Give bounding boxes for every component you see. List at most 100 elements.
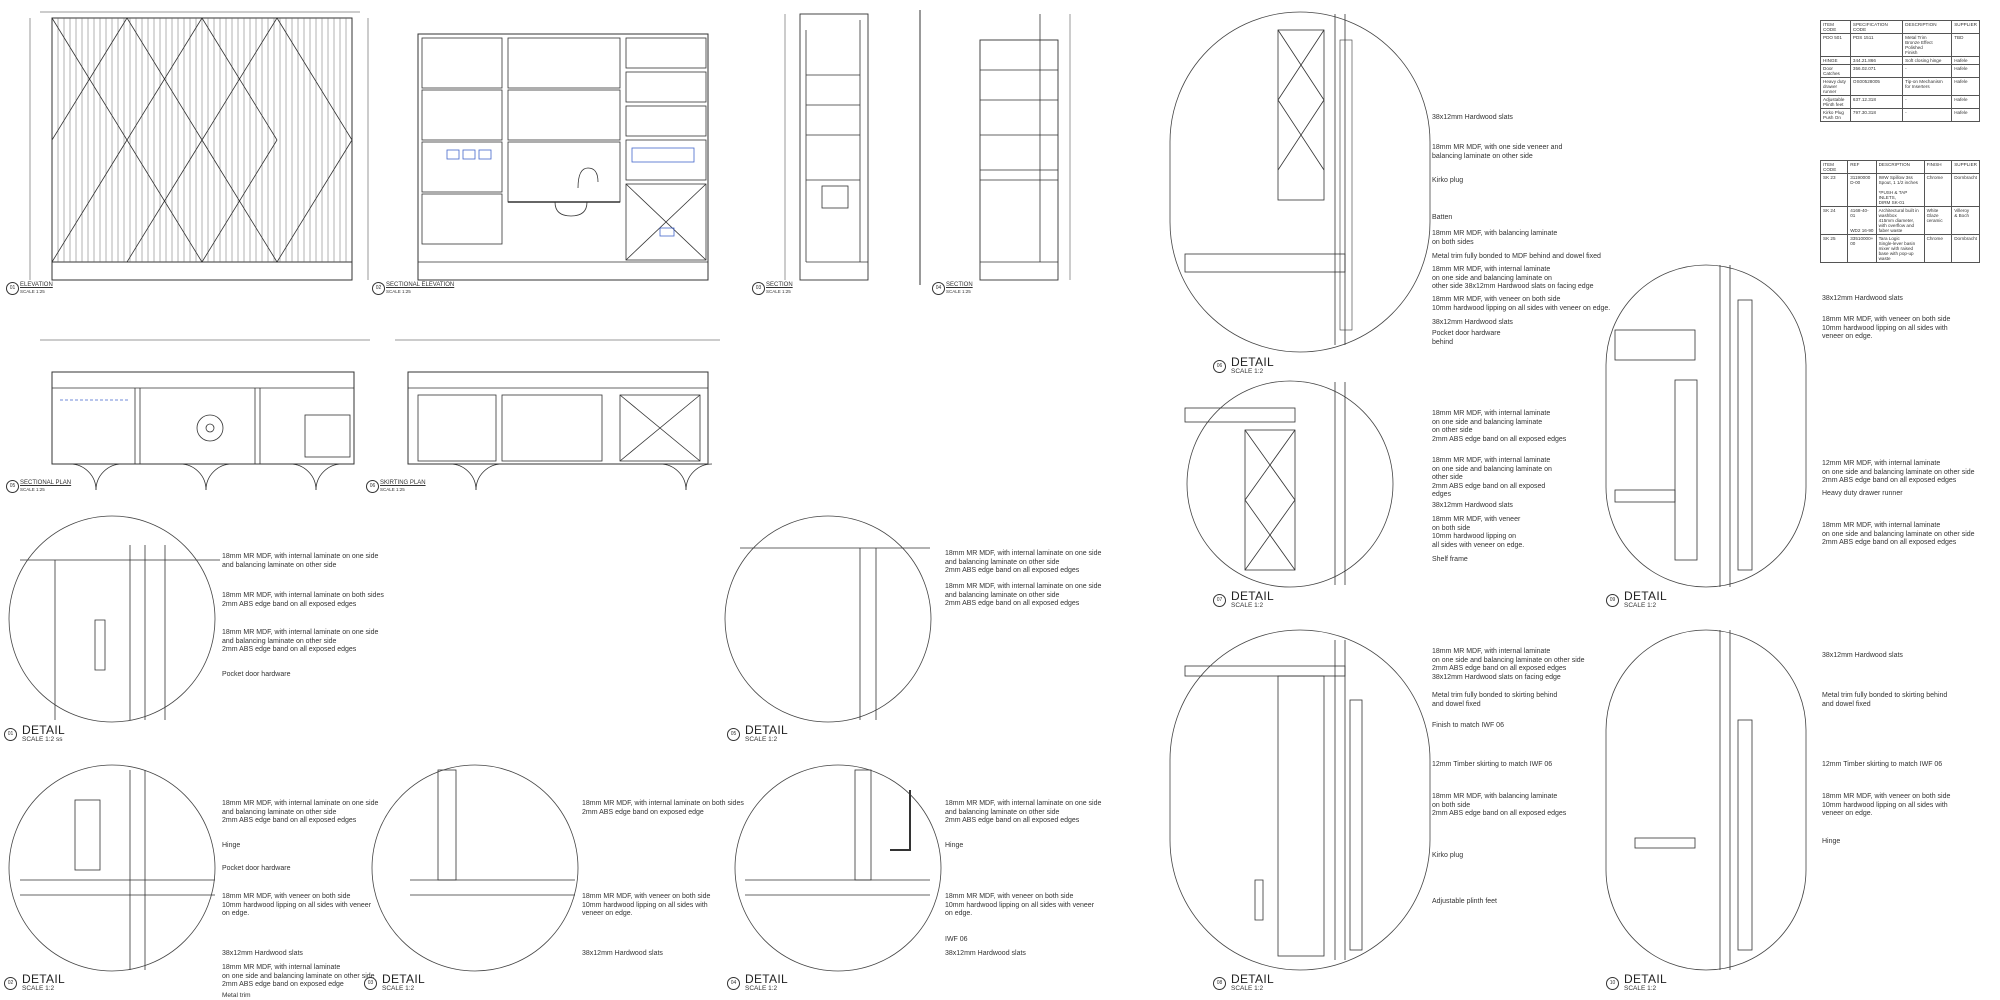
d07-note-1: 18mm MR MDF, with internal laminate on o… bbox=[1432, 410, 1567, 443]
hardware-schedule-cell: 344.21.866 bbox=[1849, 56, 1904, 65]
sanitary-schedule-cell: IWW Spillow 3ss Spout, 1 1/2 inches *PUS… bbox=[1875, 173, 1925, 207]
hardware-schedule-cell: Soft closing hinge bbox=[1902, 56, 1953, 65]
view-number-elevation: 01 bbox=[6, 282, 19, 295]
hardware-schedule-cell: Hafele bbox=[1951, 108, 1980, 122]
hardware-schedule-cell: Hafele bbox=[1951, 95, 1980, 109]
hardware-schedule-cell: Hafele bbox=[1951, 64, 1980, 78]
view-title-sectional-plan: SECTIONAL PLAN bbox=[20, 480, 72, 486]
d01-title: DETAIL bbox=[22, 723, 65, 737]
sanitary-schedule-cell: White Glaze ceramic bbox=[1923, 206, 1953, 235]
sanitary-schedule-cell: Dornbracht bbox=[1951, 234, 1980, 263]
hardware-schedule-header-cell: SUPPLIER bbox=[1951, 20, 1980, 34]
d08-note-7: Adjustable plinth feet bbox=[1432, 898, 1497, 905]
sanitary-schedule-header-cell: ITEM CODE bbox=[1819, 160, 1849, 174]
d02-note-4: 18mm MR MDF, with veneer on both side 10… bbox=[222, 893, 372, 917]
d09-title: DETAIL bbox=[1624, 589, 1667, 603]
d03-note-3: 38x12mm Hardwood slats bbox=[582, 950, 663, 957]
view-title-skirting-plan: SKIRTING PLAN bbox=[380, 480, 426, 486]
d06-scale: SCALE 1:2 bbox=[1231, 368, 1264, 375]
d07-note-3: 38x12mm Hardwood slats bbox=[1432, 502, 1513, 509]
sanitary-schedule-header-cell: FINISH bbox=[1923, 160, 1953, 174]
d04-note-3: 18mm MR MDF, with veneer on both side 10… bbox=[945, 893, 1095, 917]
sanitary-schedule-cell: 33510000+ 00 bbox=[1847, 234, 1877, 263]
view-scale-sectional-plan: SCALE 1:25 bbox=[20, 487, 45, 492]
d09-note-4: Heavy duty drawer runner bbox=[1822, 490, 1903, 497]
hardware-schedule-cell: Hafele bbox=[1951, 56, 1980, 65]
sanitary-schedule-cell: 4168-40-01 WD2 16-90 bbox=[1847, 206, 1877, 235]
sectional-plan-drawing bbox=[40, 339, 370, 491]
d04-title: DETAIL bbox=[745, 972, 788, 986]
d08-note-4: 12mm Timber skirting to match IWF 06 bbox=[1432, 761, 1553, 768]
d06-title: DETAIL bbox=[1231, 355, 1274, 369]
d06-note-2: 18mm MR MDF, with one side veneer and ba… bbox=[1432, 144, 1563, 160]
d01-scale: SCALE 1:2 ss bbox=[22, 736, 63, 743]
d03-title: DETAIL bbox=[382, 972, 425, 986]
view-number-sectional-elevation: 02 bbox=[372, 282, 385, 295]
detail-linework bbox=[20, 14, 1753, 970]
d08-note-6: Kirko plug bbox=[1432, 852, 1464, 859]
d06-note-3: Kirko plug bbox=[1432, 177, 1464, 184]
hardware-schedule-cell: PDO 501 bbox=[1820, 33, 1851, 57]
sanitary-schedule-cell: Architectural built in washbox 415mm dia… bbox=[1875, 206, 1925, 235]
d01-note-4: Pocket door hardware bbox=[222, 671, 291, 678]
d04-note-5: 38x12mm Hardwood slats bbox=[945, 950, 1026, 957]
sanitary-schedule-cell: Chrome bbox=[1923, 173, 1953, 207]
view-title-elevation: ELEVATION bbox=[20, 282, 53, 288]
hardware-schedule-header-cell: ITEM CODE bbox=[1820, 20, 1851, 34]
d09-note-2: 18mm MR MDF, with veneer on both side 10… bbox=[1822, 316, 1951, 340]
d10-scale: SCALE 1:2 bbox=[1624, 985, 1657, 992]
d02-number: 02 bbox=[4, 977, 17, 990]
sanitary-schedule-cell: SK 25 bbox=[1819, 234, 1849, 263]
d05-title: DETAIL bbox=[745, 723, 788, 737]
sanitary-schedule-cell: Dornbracht bbox=[1951, 173, 1980, 207]
hardware-schedule-cell: 637.12.318 bbox=[1849, 95, 1904, 109]
d10-note-4: 18mm MR MDF, with veneer on both side 10… bbox=[1822, 793, 1951, 817]
d05-scale: SCALE 1:2 bbox=[745, 736, 778, 743]
hardware-schedule-cell: Hafele bbox=[1951, 77, 1980, 96]
d10-note-5: Hinge bbox=[1822, 838, 1841, 845]
d09-note-1: 38x12mm Hardwood slats bbox=[1822, 295, 1903, 302]
d05-number: 05 bbox=[727, 728, 740, 741]
hardware-schedule-cell: 356.02.071 bbox=[1849, 64, 1904, 78]
view-number-sectional-plan: 05 bbox=[6, 480, 19, 493]
d05-note-2: 18mm MR MDF, with internal laminate on o… bbox=[945, 583, 1102, 607]
d02-title: DETAIL bbox=[22, 972, 65, 986]
view-title-sectional-elevation: SECTIONAL ELEVATION bbox=[386, 282, 455, 288]
d01-number: 01 bbox=[4, 728, 17, 741]
detail-bubbles bbox=[8, 11, 1807, 972]
d03-note-2: 18mm MR MDF, with veneer on both side 10… bbox=[582, 893, 711, 917]
d06-note-4: Batten bbox=[1432, 214, 1453, 221]
d06-number: 06 bbox=[1213, 360, 1226, 373]
d08-title: DETAIL bbox=[1231, 972, 1274, 986]
hardware-schedule-cell: Heavy duty drawer runner bbox=[1820, 77, 1851, 96]
d02-scale: SCALE 1:2 bbox=[22, 985, 55, 992]
sanitary-schedule-header-cell: DESCRIPTION bbox=[1875, 160, 1925, 174]
d02-note-6: 18mm MR MDF, with internal laminate on o… bbox=[222, 964, 375, 988]
hardware-schedule-cell: HINGE bbox=[1820, 56, 1851, 65]
sanitary-schedule-header-cell: SUPPLIER bbox=[1951, 160, 1980, 174]
d04-scale: SCALE 1:2 bbox=[745, 985, 778, 992]
d04-note-2: Hinge bbox=[945, 842, 964, 849]
view-number-skirting-plan: 06 bbox=[366, 480, 379, 493]
d06-note-7: 18mm MR MDF, with internal laminate on o… bbox=[1432, 266, 1594, 290]
d07-number: 07 bbox=[1213, 594, 1226, 607]
sanitary-schedule-cell: Chrome bbox=[1923, 234, 1953, 263]
d04-number: 04 bbox=[727, 977, 740, 990]
d10-note-3: 12mm Timber skirting to match IWF 06 bbox=[1822, 761, 1943, 768]
hardware-schedule-cell: OS00528005 bbox=[1849, 77, 1904, 96]
d06-note-5: 18mm MR MDF, with balancing laminate on … bbox=[1432, 230, 1558, 246]
sanitary-schedule-cell: SK 23 bbox=[1819, 173, 1849, 207]
d02-note-1: 18mm MR MDF, with internal laminate on o… bbox=[222, 800, 379, 824]
d03-note-1: 18mm MR MDF, with internal laminate on b… bbox=[582, 800, 744, 816]
d01-note-2: 18mm MR MDF, with internal laminate on b… bbox=[222, 592, 384, 608]
sanitary-schedule-cell: 31190000 D-00 bbox=[1847, 173, 1877, 207]
d09-number: 09 bbox=[1606, 594, 1619, 607]
d02-note-7: Metal trim bbox=[222, 992, 251, 999]
